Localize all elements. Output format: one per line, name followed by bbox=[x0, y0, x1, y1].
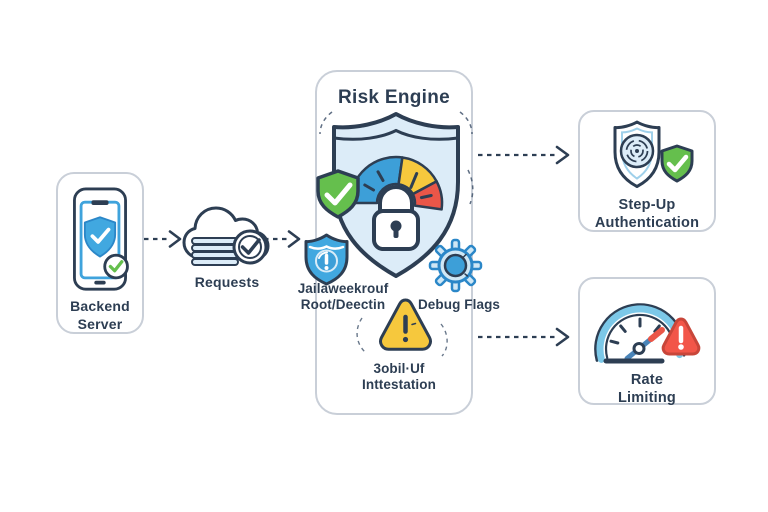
shield-gauge-lock-icon bbox=[316, 111, 474, 278]
gear-icon bbox=[428, 238, 483, 293]
backend-server-card: Backend Server bbox=[56, 172, 144, 334]
arrowhead-icon bbox=[555, 145, 570, 165]
fingerprint-shield-check-icon bbox=[613, 120, 694, 188]
step-up-authentication-card: Step-Up Authentication bbox=[578, 110, 716, 232]
jailbreak-root-detection-label: Jailaweekrouf Root/Deectin bbox=[297, 281, 389, 313]
arrowhead-icon bbox=[555, 327, 570, 347]
cloud-stack-check-icon bbox=[182, 206, 270, 266]
step-up-authentication-label: Step-Up Authentication bbox=[594, 197, 700, 232]
backend-server-label: Backend Server bbox=[70, 298, 130, 332]
speedometer-alert-icon bbox=[594, 303, 701, 364]
warning-triangle-icon bbox=[379, 298, 432, 351]
mobile-attestation-label: 3obil·Uf Inttestation bbox=[362, 361, 436, 393]
requests-node: Requests bbox=[178, 202, 276, 292]
phone-shield-check-icon bbox=[73, 187, 129, 291]
arrowhead-icon bbox=[287, 230, 301, 248]
rate-limiting-card: Rate Limiting bbox=[578, 277, 716, 407]
debug-flags-label: Debug Flags bbox=[417, 297, 501, 312]
shield-alert-icon bbox=[304, 233, 349, 286]
requests-label: Requests bbox=[194, 274, 260, 290]
rate-limiting-label: Rate Limiting bbox=[618, 372, 676, 407]
risk-engine-title: Risk Engine bbox=[337, 87, 451, 108]
